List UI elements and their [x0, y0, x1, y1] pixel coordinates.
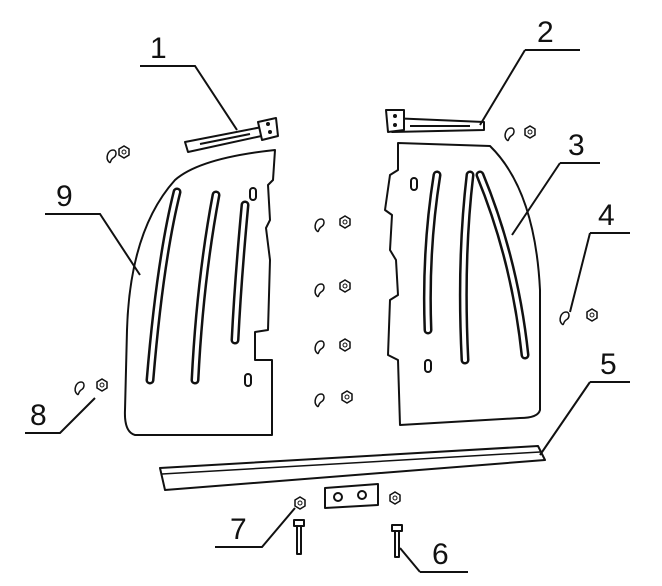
- callout-label-3: 3: [568, 129, 585, 162]
- left-mud-flap-part: [123, 149, 276, 436]
- bolt-7: [293, 519, 305, 555]
- callout-label-4: 4: [598, 199, 615, 232]
- callout-label-7: 7: [230, 513, 247, 546]
- right-mud-flap-part: [384, 142, 541, 426]
- callout-label-1: 1: [150, 32, 167, 65]
- bolt-6: [391, 524, 403, 558]
- left-bracket-part: [184, 117, 279, 153]
- cross-bar-part: [159, 445, 546, 509]
- callout-label-5: 5: [600, 348, 617, 381]
- callout-label-8: 8: [30, 399, 47, 432]
- callout-label-6: 6: [432, 538, 449, 571]
- right-bracket-part: [385, 109, 485, 133]
- callout-label-9: 9: [56, 180, 73, 213]
- callout-label-2: 2: [537, 16, 554, 49]
- callout-leaders: [25, 49, 630, 573]
- hardware-group: [74, 125, 598, 558]
